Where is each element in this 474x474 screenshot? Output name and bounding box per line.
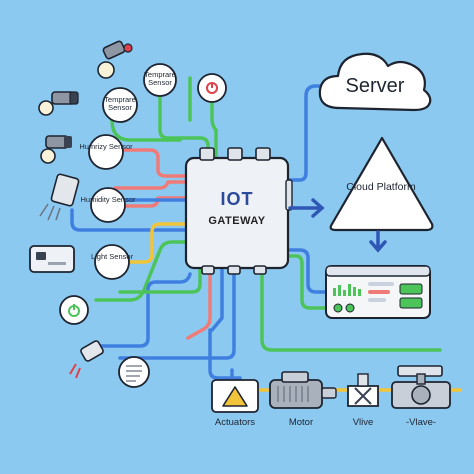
- log-document-icon: [118, 356, 150, 388]
- sensor-bubble-humidity2: [90, 187, 126, 223]
- alert-circle-icon: [197, 73, 227, 103]
- wire-out-blue: [210, 268, 224, 332]
- humidity-sensor-device-icon: [39, 173, 80, 221]
- valve2-label: -Vlave-: [405, 417, 437, 428]
- arrow-to-dashboard: [369, 230, 387, 253]
- valve1-label: Vlive: [352, 417, 374, 428]
- motor-label: Motor: [288, 417, 314, 428]
- server-cloud-icon[interactable]: [318, 52, 432, 112]
- motor-icon[interactable]: [269, 371, 337, 409]
- power-button-icon: [59, 295, 89, 325]
- cloud-platform-triangle-icon[interactable]: [329, 136, 434, 232]
- wire-out-blue2: [118, 268, 236, 360]
- plug-connector-icon: [69, 340, 104, 379]
- server-label: Server: [345, 75, 405, 97]
- wire-dash-green: [288, 254, 328, 310]
- sensor-bubble-temp2: [102, 87, 138, 123]
- sensor-bubble-humidity1: [88, 134, 124, 170]
- arrow-to-cloud-platform: [288, 198, 325, 218]
- gateway-title: IOT: [220, 189, 254, 209]
- sensor-label-light: Light Sensor: [90, 252, 134, 261]
- valve-icon-2[interactable]: [391, 365, 451, 409]
- wire-server-blue: [280, 84, 332, 182]
- humidity-probe-icon: [40, 135, 72, 164]
- light-sensor-device-icon: [29, 245, 75, 273]
- sensor-label-temp1: Temprare Sensor: [144, 70, 176, 87]
- sensor-bubble-light: [94, 244, 130, 280]
- sensor-bubbles: [88, 63, 177, 280]
- actuators-label: Actuators: [214, 417, 256, 428]
- wire-hum-blue: [70, 208, 194, 232]
- wire-dash-blue: [288, 248, 328, 294]
- wire-act-blue: [208, 328, 242, 380]
- wire-temp2-green: [110, 118, 182, 142]
- actuators-warning-icon[interactable]: [211, 379, 259, 413]
- dashboard-panel-icon[interactable]: [325, 265, 431, 319]
- cloud-platform-label: Cloud Platform: [346, 181, 416, 193]
- wire-out-green2: [118, 268, 202, 294]
- wire-out-green: [260, 268, 442, 352]
- sensor-label-temp2: Temprare Sensor: [104, 95, 136, 112]
- temperature-probe-icon-2: [38, 91, 79, 116]
- sensor-bubble-temp1: [143, 63, 177, 97]
- sensor-label-humidity1: Humrizy Sensor: [79, 142, 133, 151]
- wire-lowgreen: [94, 240, 194, 302]
- wire-lowblue: [94, 272, 192, 348]
- wire-temp1-green: [158, 90, 210, 162]
- gateway-subtitle: GATEWAY: [208, 215, 266, 227]
- valve-icon-1[interactable]: [347, 373, 379, 407]
- wire-hum1-red: [113, 148, 194, 178]
- wire-icon-green: [210, 88, 218, 162]
- wire-hum2-red: [113, 180, 194, 190]
- wire-out-red: [186, 268, 212, 340]
- iot-gateway[interactable]: [184, 147, 293, 275]
- temperature-probe-icon-1: [97, 40, 133, 79]
- wire-light-yellow: [120, 222, 194, 264]
- sensor-label-humidity2: Humidity Sensor: [80, 195, 136, 204]
- dashboard-bars: [333, 284, 361, 296]
- wire-hum3-red: [118, 196, 194, 208]
